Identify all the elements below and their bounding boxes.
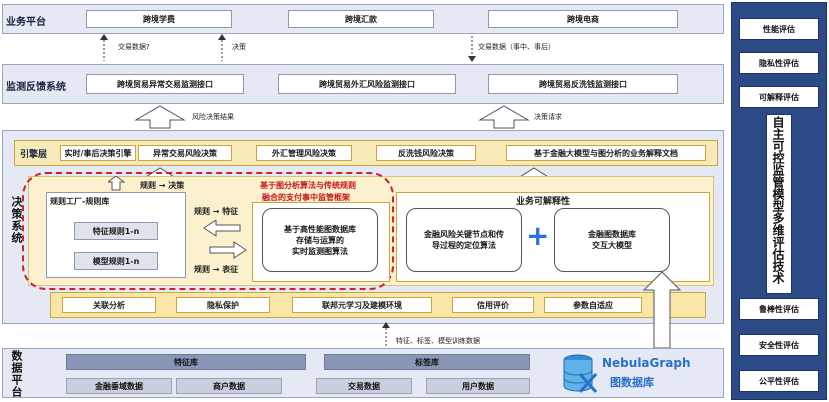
eval-privacy: 隐私性评估 [739, 52, 819, 74]
eval-explainability: 可解释评估 [739, 86, 819, 108]
explain-box-llm-line-1: 金融图数据库 [588, 230, 636, 239]
business-platform-label: 业务平台 [6, 17, 46, 28]
feature-library-bar: 特征库 [66, 354, 306, 370]
engine-layer-label: 引擎层 [20, 150, 48, 160]
evaluation-title: 自主可控监管模型多维评估技术 [771, 116, 785, 284]
explain-box-llm-line-2: 交互大模型 [592, 241, 632, 250]
connector-1-right-note: 交易数据（事中、事后） [478, 43, 555, 51]
explain-box-llm: 金融图数据库 交互大模型 [554, 208, 670, 272]
graph-algo-line-3: 实时监测图算法 [292, 246, 348, 256]
eval-security: 安全性评估 [739, 334, 819, 356]
fusion-title-line-2: 融合的支付事中监管框架 [262, 193, 350, 202]
nebula-name: NebulaGraph [602, 356, 691, 370]
connector-1-mid-note: 决策 [232, 43, 246, 51]
rule-to-table-label: 规则 → 表征 [194, 265, 239, 274]
bottom-item-privacy: 隐私保护 [176, 297, 270, 313]
connector-2-arrows [134, 105, 530, 129]
graph-algo-line-1: 基于高性能图数据库 [284, 224, 356, 234]
decision-system-label: 决策系统 [10, 196, 23, 244]
data-platform-label: 数据平台 [10, 350, 23, 398]
monitoring-system-label: 监测反馈系统 [6, 82, 66, 93]
graph-algo-box: 基于高性能图数据库 存储与运算的 实时监测图算法 [262, 208, 378, 272]
rule-to-feature-label: 规则 → 特征 [194, 207, 239, 216]
dashed-fusion-outline [22, 172, 394, 290]
engine-item-aml: 反洗钱风险决策 [376, 145, 476, 161]
fusion-title-line-1: 基于图分析算法与传统规则 [260, 181, 356, 190]
data-cell-user: 用户数据 [426, 378, 530, 394]
connector-2-left-note: 风险决策结果 [192, 113, 234, 121]
engine-item-forex: 外汇管理风险决策 [256, 145, 352, 161]
label-library-bar: 标签库 [324, 354, 530, 370]
nebula-db-icon [563, 354, 598, 393]
plus-icon: + [526, 219, 550, 252]
engine-item-realtime: 实时/事后决策引擎 [60, 145, 136, 161]
data-cell-merchant: 商户数据 [176, 378, 282, 394]
bottom-item-federated: 联邦元学习及建模环境 [292, 297, 432, 313]
eval-performance: 性能评估 [739, 18, 819, 40]
monitor-item-forex: 跨境贸易外汇风险监测接口 [278, 74, 456, 94]
bottom-item-credit: 信用评价 [452, 297, 534, 313]
explain-box-locate-line-2: 导过程的定位算法 [432, 241, 496, 250]
engine-item-explain-doc: 基于金融大模型与图分析的业务解释文档 [506, 145, 706, 161]
explain-box-locate: 金融风险关键节点和传 导过程的定位算法 [406, 208, 522, 272]
feature-rules-box: 特征规则1-n [74, 222, 158, 240]
eval-fairness: 公平性评估 [739, 370, 819, 392]
connector-2-right-note: 决策请求 [534, 113, 562, 121]
eval-robustness: 鲁棒性评估 [739, 298, 819, 320]
rule-to-decision-label: 规则 → 决策 [140, 181, 185, 190]
connector-3-arrows [382, 271, 682, 349]
nebula-sub: 图数据库 [610, 376, 654, 389]
biz-item-ecommerce: 跨境电商 [488, 10, 678, 28]
rule-factory-title: 规则工厂-规则库 [50, 197, 110, 206]
monitor-item-abnormal: 跨境贸易异常交易监测接口 [86, 74, 244, 94]
connector-3-note: 特征、标签、模型训练数据 [396, 337, 480, 345]
rule-exchange-arrows [203, 220, 247, 259]
evaluation-title-box [766, 114, 792, 294]
data-cell-finance: 金融垂域数据 [66, 378, 172, 394]
explain-box-locate-line-1: 金融风险关键节点和传 [424, 230, 504, 239]
rule-to-decision-arrow [108, 176, 126, 191]
engine-item-abnormal: 异常交易风险决策 [138, 145, 232, 161]
graph-algo-line-2: 存储与运算的 [296, 235, 344, 245]
biz-item-remittance: 跨境汇款 [288, 10, 434, 28]
explain-title: 业务可解释性 [516, 197, 571, 207]
bottom-item-association: 关联分析 [62, 297, 156, 313]
data-cell-transaction: 交易数据 [316, 378, 412, 394]
monitor-item-aml: 跨境贸易反洗钱监测接口 [488, 74, 678, 94]
connector-1-left-note: 交易数据? [118, 43, 150, 51]
bottom-item-adaptive: 参数自适应 [544, 297, 642, 313]
biz-item-tuition: 跨境学费 [86, 10, 232, 28]
connector-1-arrows [100, 34, 476, 62]
model-rules-box: 模型规则1-n [74, 252, 158, 270]
